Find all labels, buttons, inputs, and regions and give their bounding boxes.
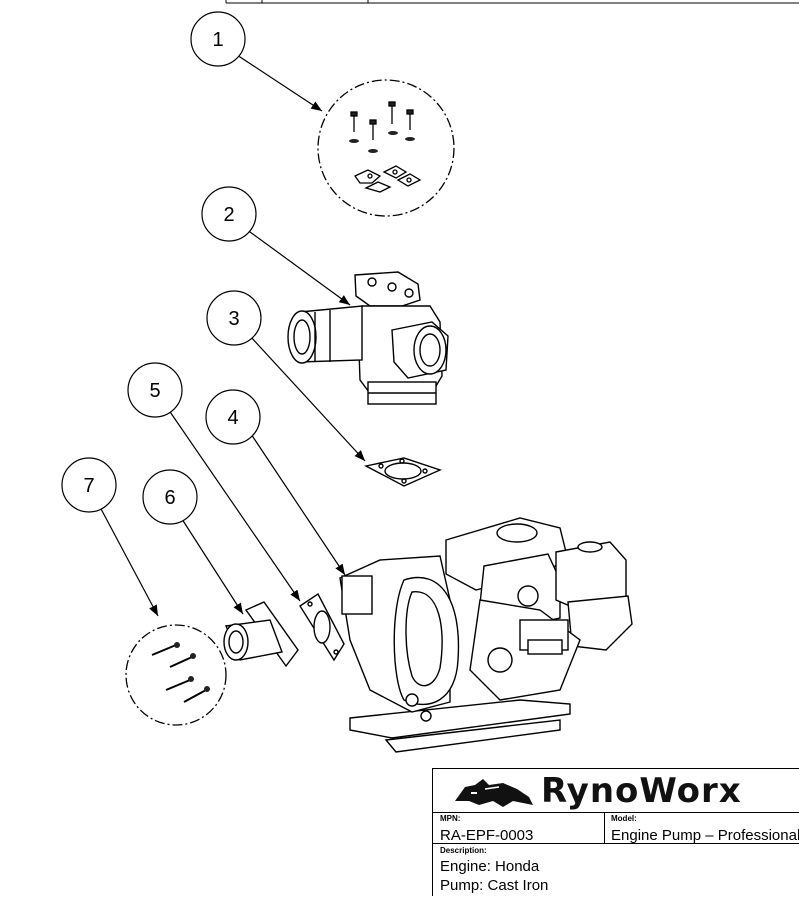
mpn-value: RA-EPF-0003 — [440, 827, 534, 844]
callout-number: 5 — [149, 380, 160, 402]
callout-number: 7 — [83, 475, 94, 497]
title-block: RynoWorx MPN: RA-EPF-0003 Model: Engine … — [432, 768, 799, 896]
mpn-label: MPN: — [440, 814, 461, 823]
callout-3: 3 — [206, 290, 262, 346]
callout-1: 1 — [190, 11, 246, 67]
callout-number: 3 — [228, 308, 239, 330]
washer — [349, 131, 415, 153]
model-cell: Model: Engine Pump – Professional — [605, 812, 799, 844]
rhino-logo-icon — [455, 779, 533, 807]
callout-number: 1 — [212, 29, 223, 51]
part-6-inlet-fitting — [223, 601, 299, 668]
callout-4: 4 — [205, 389, 261, 445]
part-5-flange-gasket — [299, 592, 345, 662]
model-value: Engine Pump – Professional — [611, 827, 799, 844]
description-line: Pump: Cast Iron — [440, 877, 549, 894]
callout-balloons: 1 2 3 4 5 6 7 — [61, 11, 262, 525]
mpn-cell: MPN: RA-EPF-0003 — [433, 812, 605, 844]
callout-7: 7 — [61, 457, 117, 513]
clamp-plates — [354, 165, 422, 193]
model-label: Model: — [611, 814, 637, 823]
part-1-hardware-kit — [317, 79, 455, 217]
part-7-bolt-kit — [125, 624, 227, 726]
callout-number: 4 — [227, 407, 238, 429]
logo-row: RynoWorx — [433, 769, 799, 813]
top-table-edge — [225, 0, 799, 4]
callout-number: 6 — [164, 487, 175, 509]
part-4-engine-assembly — [339, 517, 633, 753]
callout-number: 2 — [223, 204, 234, 226]
callout-2: 2 — [201, 186, 257, 242]
leader-lines — [99, 54, 366, 617]
description-label: Description: — [440, 846, 487, 855]
brand-logo-text: RynoWorx — [541, 771, 742, 811]
bolt — [350, 101, 414, 140]
part-2-pump-housing — [287, 271, 449, 405]
callout-6: 6 — [142, 469, 198, 525]
part-3-gasket — [363, 457, 442, 487]
description-cell: Description: Engine: Honda Pump: Cast Ir… — [433, 844, 799, 897]
callout-5: 5 — [127, 362, 183, 418]
description-line: Engine: Honda — [440, 858, 540, 875]
